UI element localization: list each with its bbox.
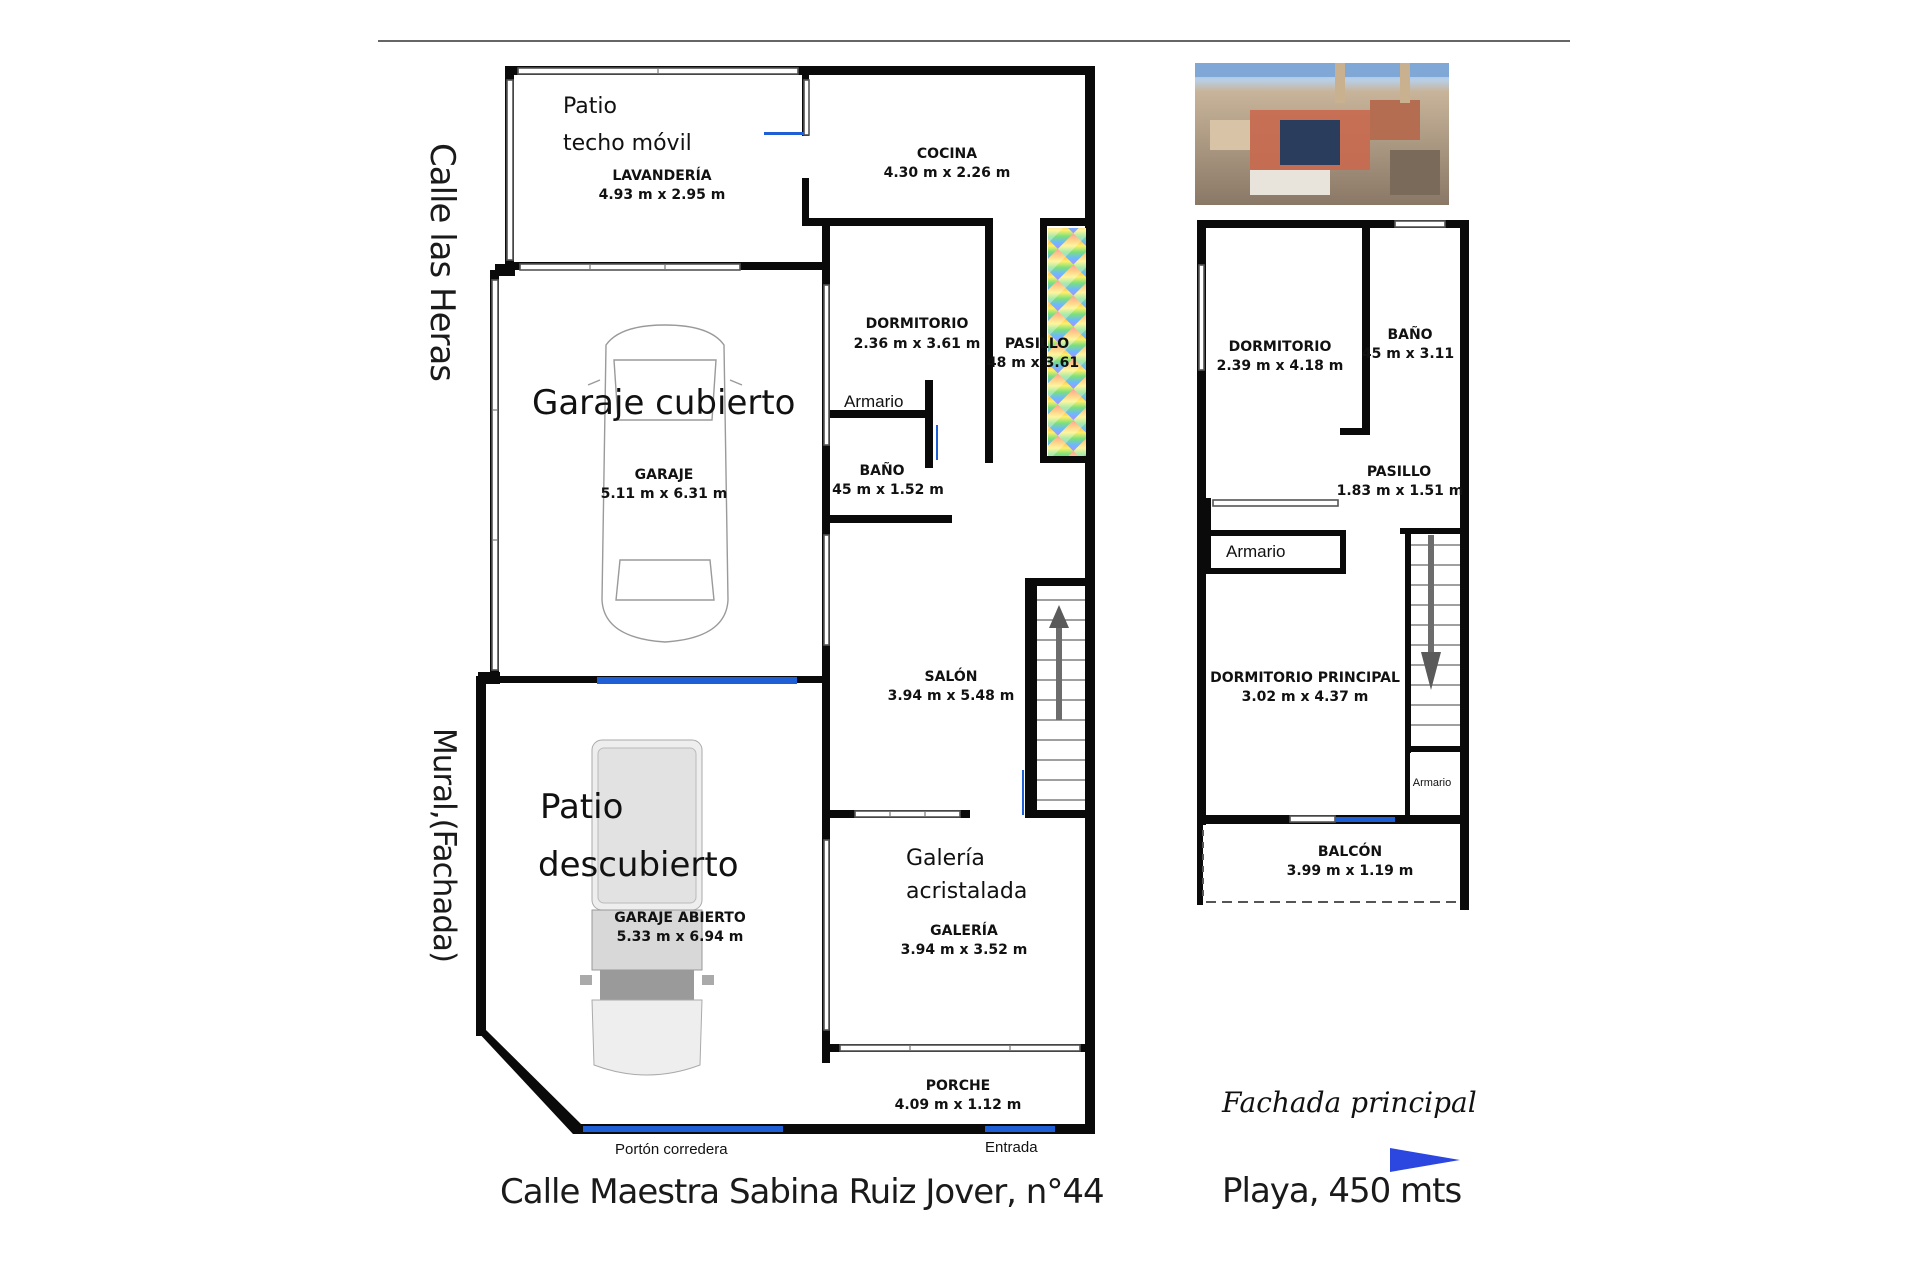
bano-name: BAÑO bbox=[859, 462, 904, 479]
pickup-top-icon bbox=[580, 739, 714, 1076]
up-bano-dim: 45 m x 3.11 bbox=[1362, 346, 1454, 362]
patio-descubierto-line1: Patio bbox=[540, 787, 623, 827]
rainbow-mural bbox=[1048, 228, 1086, 456]
upper-floor: DORMITORIO 2.39 m x 4.18 m BAÑO 45 m x 3… bbox=[1197, 220, 1469, 910]
up-pasillo-name: PASILLO bbox=[1367, 464, 1431, 480]
armario-label: Armario bbox=[844, 392, 904, 411]
dormitorio-dim: 2.36 m x 3.61 m bbox=[854, 336, 981, 352]
porton-label: Portón corredera bbox=[615, 1141, 728, 1158]
beach-arrow-icon bbox=[1390, 1148, 1460, 1172]
garaje-dim: 5.11 m x 6.31 m bbox=[601, 486, 728, 502]
cocina-name: COCINA bbox=[917, 146, 977, 162]
lavanderia-dim: 4.93 m x 2.95 m bbox=[599, 187, 726, 203]
salon-name: SALÓN bbox=[925, 667, 978, 685]
dormitorio-principal-dim: 3.02 m x 4.37 m bbox=[1242, 689, 1369, 705]
dormitorio-name: DORMITORIO bbox=[866, 316, 969, 332]
stairs-down-icon bbox=[1411, 535, 1460, 726]
dormitorio-principal-name: DORMITORIO PRINCIPAL bbox=[1210, 670, 1400, 686]
armario-small-label: Armario bbox=[1413, 777, 1452, 789]
garaje-abierto-dim: 5.33 m x 6.94 m bbox=[617, 929, 744, 945]
up-dormitorio-name: DORMITORIO bbox=[1229, 339, 1332, 355]
patio-techo-line2: techo móvil bbox=[563, 131, 692, 156]
fachada-principal-label: Fachada principal bbox=[1221, 1086, 1477, 1119]
porche-dim: 4.09 m x 1.12 m bbox=[895, 1097, 1022, 1113]
playa-label: Playa, 450 mts bbox=[1222, 1171, 1462, 1211]
galeria-dim: 3.94 m x 3.52 m bbox=[901, 942, 1028, 958]
stairs-up-icon bbox=[1032, 585, 1085, 815]
up-pasillo-dim: 1.83 m x 1.51 m bbox=[1337, 483, 1464, 499]
street-facade-label: Mural,(Fachada) bbox=[426, 728, 462, 962]
bano-dim: 45 m x 1.52 m bbox=[832, 482, 944, 498]
balcon-name: BALCÓN bbox=[1318, 842, 1382, 860]
patio-techo-line1: Patio bbox=[563, 94, 617, 119]
up-bano-name: BAÑO bbox=[1387, 326, 1432, 343]
pasillo-dim: 48 m x 3.61 bbox=[987, 355, 1079, 371]
up-armario-label: Armario bbox=[1226, 542, 1286, 561]
galeria-acristalada-line2: acristalada bbox=[906, 879, 1027, 904]
balcon-dim: 3.99 m x 1.19 m bbox=[1287, 863, 1414, 879]
street-bottom-label: Calle Maestra Sabina Ruiz Jover, n°44 bbox=[500, 1172, 1104, 1212]
street-side-label: Calle las Heras bbox=[422, 143, 462, 381]
lavanderia-name: LAVANDERÍA bbox=[612, 167, 711, 184]
galeria-name: GALERÍA bbox=[930, 922, 998, 939]
ground-floor: Patio techo móvil LAVANDERÍA 4.93 m x 2.… bbox=[476, 66, 1095, 1158]
car-top-icon bbox=[587, 324, 743, 643]
up-dormitorio-dim: 2.39 m x 4.18 m bbox=[1217, 358, 1344, 374]
garaje-abierto-name: GARAJE ABIERTO bbox=[614, 910, 746, 926]
patio-descubierto-line2: descubierto bbox=[538, 845, 739, 885]
galeria-acristalada-line1: Galería bbox=[906, 846, 985, 871]
entrada-label: Entrada bbox=[985, 1139, 1038, 1156]
pasillo-name: PASILLO bbox=[1005, 336, 1069, 352]
garaje-cubierto-label: Garaje cubierto bbox=[532, 383, 795, 423]
cocina-dim: 4.30 m x 2.26 m bbox=[884, 165, 1011, 181]
aerial-photo bbox=[1195, 63, 1449, 205]
porche-name: PORCHE bbox=[926, 1078, 991, 1094]
garaje-name: GARAJE bbox=[635, 467, 694, 483]
salon-dim: 3.94 m x 5.48 m bbox=[888, 688, 1015, 704]
